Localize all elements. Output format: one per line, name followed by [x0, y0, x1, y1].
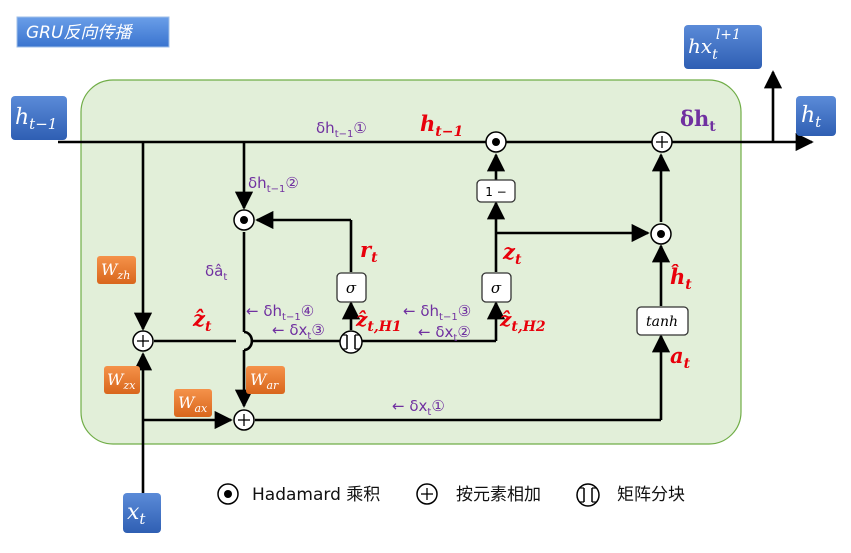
weight-wzx: Wzx	[104, 366, 140, 394]
legend-hadamard-icon	[217, 483, 239, 505]
sigma-z-box: σ	[481, 272, 512, 303]
sigma-r-box: σ	[336, 272, 367, 303]
svg-text:Wax: Wax	[178, 393, 208, 415]
gru-cell-panel	[80, 79, 742, 445]
tanh-box: tanh	[636, 306, 689, 336]
svg-text:Wzx: Wzx	[107, 370, 136, 392]
svg-text:Wzh: Wzh	[101, 260, 130, 282]
delta-h-1: δht−1①	[316, 119, 367, 140]
split-node	[339, 330, 363, 354]
h-prev-box: ht−1	[11, 96, 67, 140]
legend-hadamard-label: Hadamard 乘积	[252, 485, 380, 505]
svg-text:σ: σ	[346, 279, 357, 297]
label-z-t: zt	[502, 239, 522, 268]
one-minus-box: 1 −	[476, 179, 516, 203]
hadamard-node-right	[650, 223, 672, 245]
delta-x-2: ← δxt②	[418, 323, 471, 344]
wires	[58, 70, 814, 495]
hadamard-node-r	[233, 209, 255, 231]
weight-wzh: Wzh	[97, 256, 136, 284]
svg-text:ht−1: ht−1	[15, 105, 57, 133]
delta-h-3: ← δht−1③	[403, 302, 471, 323]
legend-split-icon	[576, 483, 600, 507]
delta-x-1: ← δxt①	[392, 397, 445, 418]
svg-text:War: War	[250, 370, 279, 392]
svg-text:1 −: 1 −	[485, 185, 507, 199]
svg-text:ht: ht	[801, 103, 822, 131]
label-a-t: at	[670, 343, 691, 372]
svg-text:σ: σ	[491, 279, 502, 297]
delta-h-2: δht−1②	[248, 174, 299, 195]
legend-add-icon	[416, 483, 438, 505]
svg-text:hxtl+1: hxtl+1	[688, 27, 741, 63]
title-box: GRU反向传播	[16, 16, 170, 48]
legend-add-label: 按元素相加	[456, 485, 541, 505]
delta-h-4: ← δht−1④	[246, 302, 314, 323]
h-t-box: ht	[796, 96, 836, 136]
label-h-tm1: ht−1	[420, 111, 463, 140]
add-node-left	[132, 330, 154, 352]
label-r-t: rt	[360, 237, 378, 266]
delta-x-3: ← δxt③	[272, 321, 325, 342]
label-z-hat-h2: ẑt,H2	[499, 307, 546, 335]
hx-out-box: hxtl+1	[684, 25, 762, 69]
weight-wax: Wax	[174, 389, 212, 417]
add-node-bottom	[233, 409, 255, 431]
svg-text:tanh: tanh	[646, 314, 678, 330]
x-t-box: xt	[123, 493, 161, 533]
label-z-hat: ẑt	[192, 306, 212, 335]
label-h-hat: ĥt	[670, 264, 692, 293]
hadamard-node-top	[485, 131, 507, 153]
add-node-top	[651, 131, 673, 153]
legend-split-label: 矩阵分块	[617, 485, 685, 505]
legend: Hadamard 乘积 按元素相加 矩阵分块	[217, 483, 685, 507]
svg-text:xt: xt	[127, 500, 146, 528]
label-z-hat-h1: ẑt,H1	[355, 307, 402, 335]
title-text: GRU反向传播	[26, 23, 133, 43]
weight-war: War	[246, 366, 285, 394]
label-delta-h-t: δht	[680, 106, 716, 135]
delta-a-hat: δât	[205, 262, 227, 283]
